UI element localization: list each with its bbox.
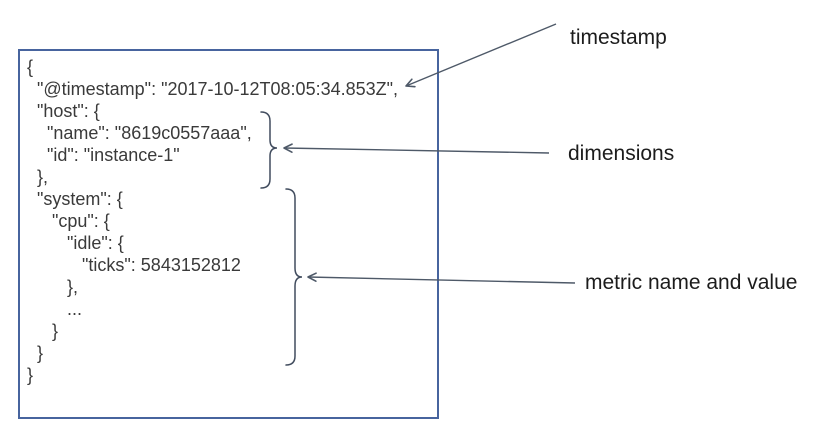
label-metric: metric name and value [585, 271, 798, 294]
label-dimensions: dimensions [568, 142, 675, 165]
label-timestamp: timestamp [570, 26, 667, 49]
json-code: { "@timestamp": "2017-10-12T08:05:34.853… [27, 57, 399, 385]
json-document-box: { "@timestamp": "2017-10-12T08:05:34.853… [18, 49, 439, 419]
